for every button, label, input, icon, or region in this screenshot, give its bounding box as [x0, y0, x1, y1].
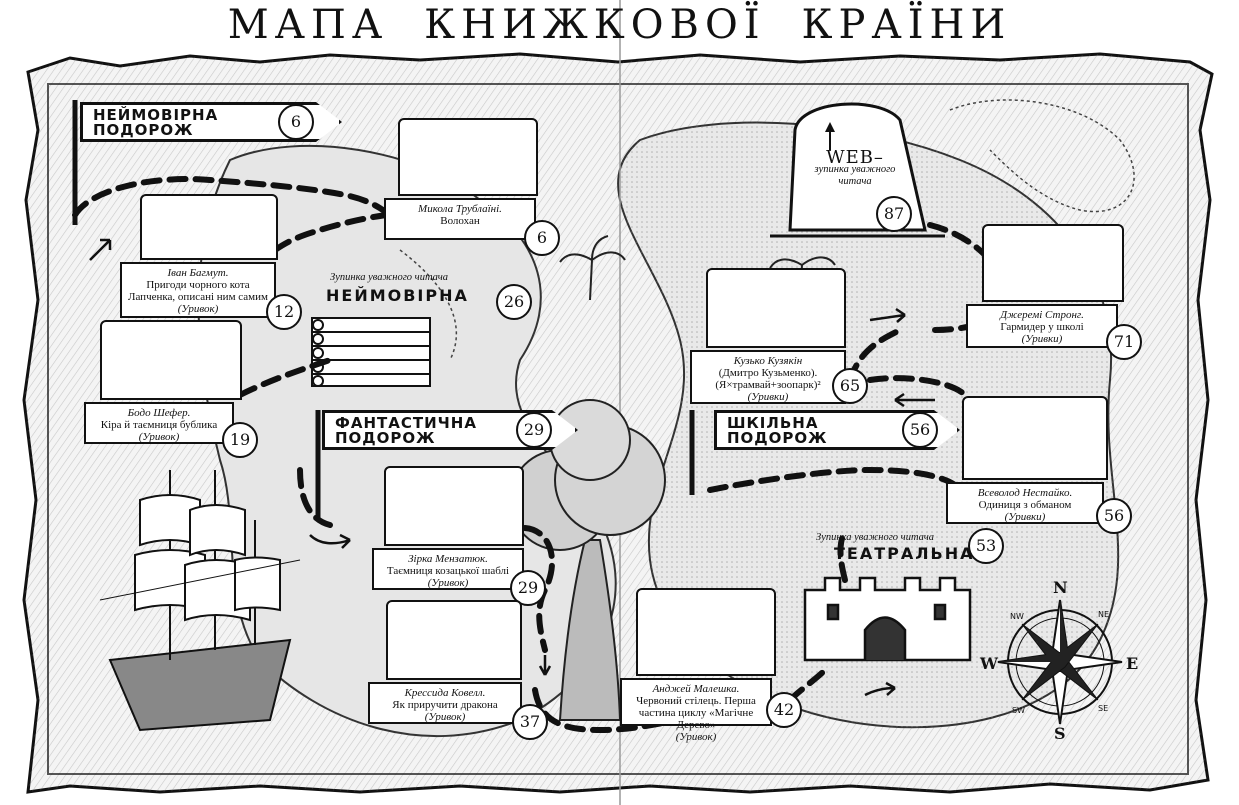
compass-west: W: [980, 654, 998, 673]
castle-icon: [803, 576, 972, 662]
book-card-bahmut[interactable]: Іван Багмут. Пригоди чорного кота Лапчен…: [120, 262, 276, 318]
book-page-number[interactable]: 56: [1096, 498, 1132, 534]
book-title: Одиниця з обманом: [978, 499, 1072, 511]
sign-incredible-line2: ПОДОРОЖ: [93, 121, 194, 139]
sign-school-page[interactable]: 56: [902, 412, 938, 448]
book-card-strong[interactable]: Джеремі Стронг. Гармидер у школі (Уривки…: [966, 304, 1118, 348]
log-raft-icon: [311, 317, 431, 387]
chest-lid-icon: [706, 268, 846, 348]
book-page-number[interactable]: 29: [510, 570, 546, 606]
book-note: (Уривок): [177, 303, 219, 315]
book-note: (Уривок): [424, 711, 466, 723]
chest-lid-icon: [386, 600, 522, 680]
book-title: Таємниця козацької шаблі: [386, 565, 510, 577]
book-card-maleszka[interactable]: Анджей Малешка. Червоний стілець. Перша …: [620, 678, 772, 743]
book-title: Червоний стілець. Перша частина циклу «М…: [636, 695, 756, 731]
stop-incredible-label: Зупинка уважного читача: [330, 272, 449, 283]
chest-lid-icon: [982, 224, 1124, 302]
book-title: Волохан: [440, 215, 480, 227]
book-card-trublaini[interactable]: Микола Трублаїні. Волохан: [384, 198, 536, 240]
chest-lid-icon: [962, 396, 1108, 480]
book-note: (Уривок): [427, 577, 469, 589]
chest-lid-icon: [100, 320, 242, 400]
sign-incredible-line1: НЕЙМОВІРНА: [93, 106, 219, 124]
sign-incredible-page[interactable]: 6: [278, 104, 314, 140]
book-note: (Уривок): [138, 431, 180, 443]
stop-incredible-name: НЕЙМОВІРНА: [326, 286, 469, 305]
title-word-1: МАПА: [227, 2, 389, 48]
book-author: Кузько Кузякін: [733, 355, 803, 367]
book-page-number[interactable]: 42: [766, 692, 802, 728]
book-page-number[interactable]: 37: [512, 704, 548, 740]
book-card-nestaiko[interactable]: Всеволод Нестайко. Одиниця з обманом (Ур…: [946, 482, 1104, 524]
book-page-number[interactable]: 65: [832, 368, 868, 404]
sign-fantastic-page[interactable]: 29: [516, 412, 552, 448]
book-author: Іван Багмут.: [167, 267, 229, 279]
stop-theatre-label: Зупинка уважного читача: [816, 532, 935, 543]
ship-icon: [99, 470, 301, 732]
sign-school-line2: ПОДОРОЖ: [727, 429, 828, 447]
title-word-3: КРАЇНИ: [801, 2, 1012, 48]
stop-web-big: WEB–: [826, 147, 884, 168]
book-card-cowell[interactable]: Крессида Ковелл. Як приручити дракона (У…: [368, 682, 522, 724]
book-card-kuziakin[interactable]: Кузько Кузякін (Дмитро Кузьменко). (Я×тр…: [690, 350, 846, 404]
sign-fantastic-line2: ПОДОРОЖ: [335, 429, 436, 447]
compass-east: E: [1126, 654, 1139, 673]
book-author: Джеремі Стронг.: [1000, 309, 1084, 321]
chest-lid-icon: [384, 466, 524, 546]
compass-rose-icon: [997, 599, 1123, 725]
sign-incredible-journey[interactable]: НЕЙМОВІРНА ПОДОРОЖ: [80, 102, 342, 142]
compass-south: S: [1054, 724, 1066, 743]
stop-web-page[interactable]: 87: [876, 196, 912, 232]
book-author: Бодо Шефер.: [127, 407, 191, 419]
stop-theatre-page[interactable]: 53: [968, 528, 1004, 564]
book-title: Гармидер у школі: [1000, 321, 1084, 333]
book-title: Кіра й таємниця бублика: [100, 419, 218, 431]
book-author: Крессида Ковелл.: [404, 687, 486, 699]
book-page-number[interactable]: 19: [222, 422, 258, 458]
stop-incredible-page[interactable]: 26: [496, 284, 532, 320]
sign-fantastic-line1: ФАНТАСТИЧНА: [335, 414, 477, 432]
stop-web-text: WEB– зупинка уважного читача: [800, 147, 910, 188]
title-word-2: КНИЖКОВОЇ: [424, 2, 766, 48]
book-title: Як приручити дракона: [392, 699, 498, 711]
compass-se: SE: [1098, 704, 1109, 713]
tree-icon: [509, 399, 666, 721]
book-author: Микола Трублаїні.: [418, 203, 502, 215]
book-note: (Уривки): [747, 391, 789, 403]
stop-web-line2: читача: [838, 176, 872, 187]
sign-school-journey[interactable]: ШКІЛЬНА ПОДОРОЖ: [714, 410, 960, 450]
compass-nw: NW: [1010, 612, 1024, 621]
stop-theatre-name: ТЕАТРАЛЬНА: [834, 544, 975, 563]
book-author: Анджей Малешка.: [652, 683, 740, 695]
book-card-schafer[interactable]: Бодо Шефер. Кіра й таємниця бублика (Ури…: [84, 402, 234, 444]
sign-school-line1: ШКІЛЬНА: [727, 414, 819, 432]
book-page-number[interactable]: 71: [1106, 324, 1142, 360]
compass-ne: NE: [1098, 610, 1110, 619]
book-author: Зірка Мензатюк.: [408, 553, 488, 565]
book-note: (Уривок): [675, 731, 717, 743]
book-title: (Дмитро Кузьменко). (Я×трамвай+зоопарк)²: [715, 367, 821, 391]
book-note: (Уривки): [1021, 333, 1063, 345]
book-page-number[interactable]: 12: [266, 294, 302, 330]
book-card-menzatiuk[interactable]: Зірка Мензатюк. Таємниця козацької шаблі…: [372, 548, 524, 590]
book-page-number[interactable]: 6: [524, 220, 560, 256]
stop-web-line1: зупинка уважного: [814, 164, 896, 175]
book-author: Всеволод Нестайко.: [977, 487, 1073, 499]
map-title: МАПА КНИЖКОВОЇ КРАЇНИ: [0, 2, 1239, 48]
compass-sw: SW: [1012, 706, 1025, 715]
chest-lid-icon: [398, 118, 538, 196]
book-title: Пригоди чорного кота Лапченка, описані н…: [127, 279, 268, 303]
book-note: (Уривки): [1004, 511, 1046, 523]
chest-lid-icon: [636, 588, 776, 676]
compass-north: N: [1053, 578, 1068, 597]
chest-lid-icon: [140, 194, 278, 260]
